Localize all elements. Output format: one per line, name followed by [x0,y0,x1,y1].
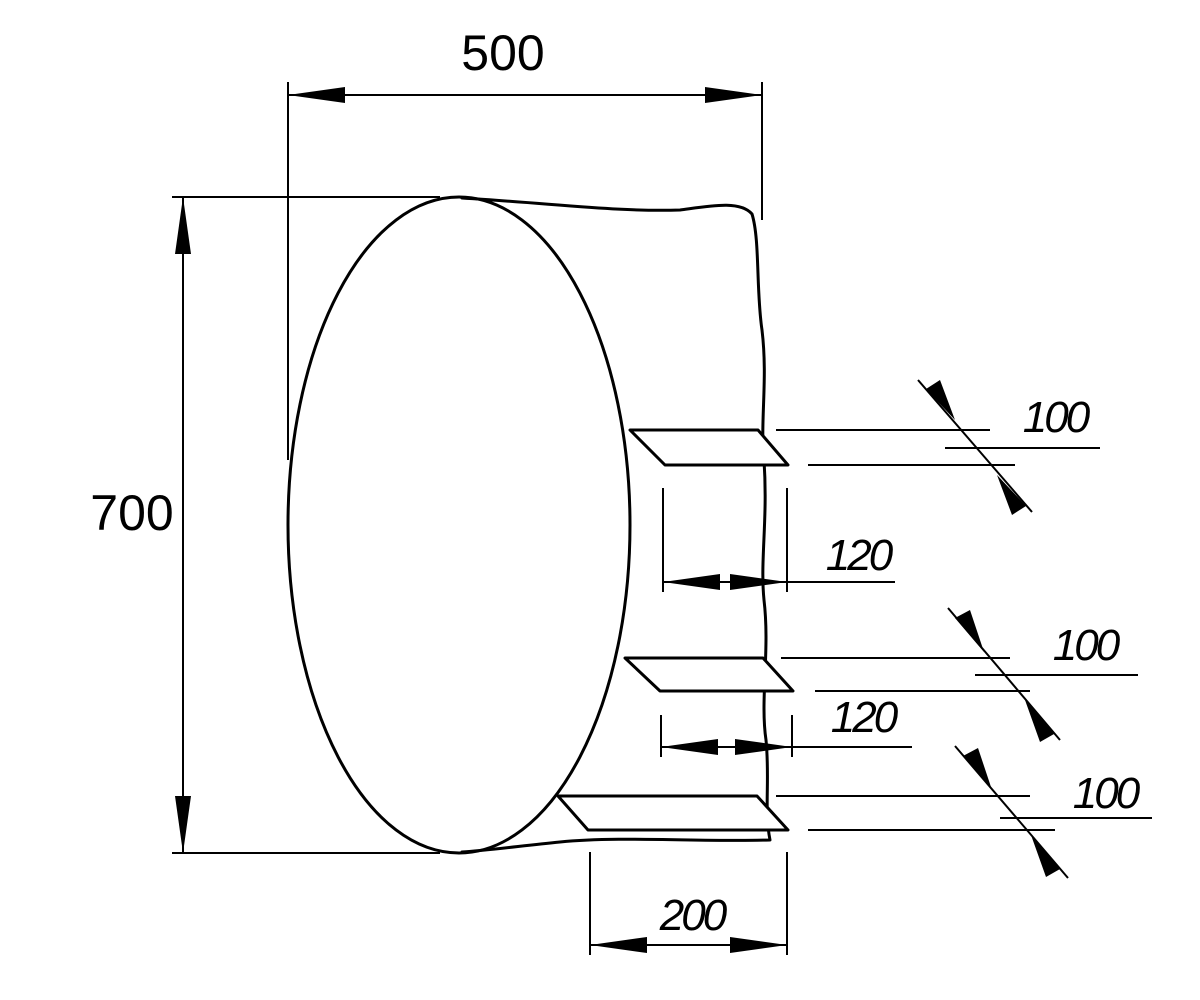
width-label: 500 [461,25,544,81]
shelf-3-thickness-label: 100 [1073,769,1141,818]
shelf-2-thickness-label: 100 [1053,621,1121,670]
gap-1-label: 120 [826,531,894,580]
dimension-shelf-3-thickness: 100 [776,745,1152,879]
gap-2-label: 120 [831,693,899,742]
dimension-shelf-depth: 200 [589,852,788,955]
shelf-top [628,428,790,467]
dimension-gap-2: 120 [660,693,912,757]
dimension-gap-1: 120 [662,488,897,592]
mirror-ellipse [286,195,632,855]
shelf-1-thickness-label: 100 [1023,393,1091,442]
dimension-shelf-2-thickness: 100 [781,607,1138,742]
shelf-bottom [556,794,790,832]
shelf-depth-label: 200 [659,891,728,940]
dimension-shelf-1-thickness: 100 [776,379,1100,515]
height-label: 700 [90,485,173,541]
dimension-height: 700 [90,196,440,854]
dimension-width: 500 [287,25,763,460]
cabinet-body-outline [460,196,772,854]
shelf-middle [623,656,795,693]
